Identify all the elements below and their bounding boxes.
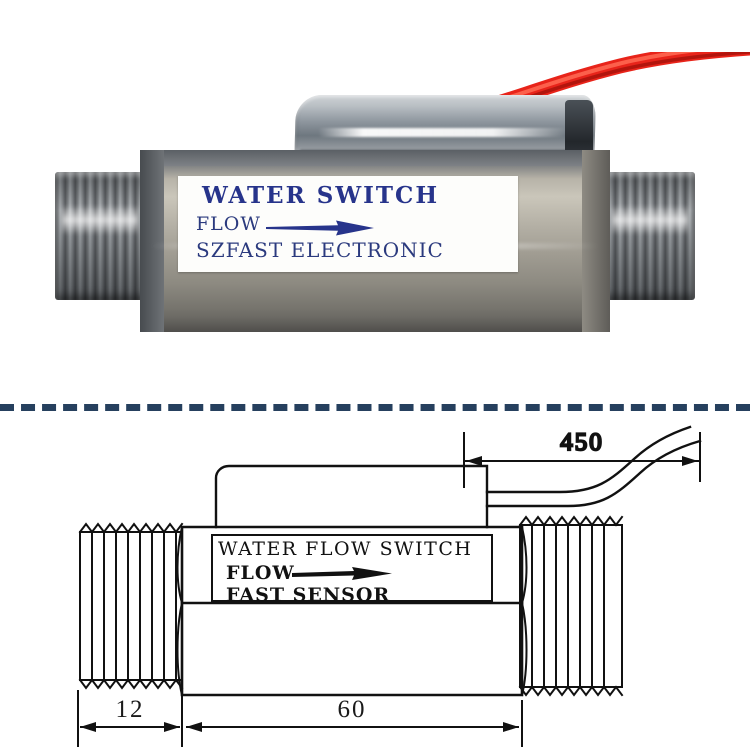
flow-arrow-right-icon: [266, 220, 374, 236]
dimension-12-text: 12: [116, 696, 145, 723]
thread-highlight-right: [612, 205, 688, 235]
dimension-cable-450: [463, 432, 701, 488]
label-flow-word: FLOW: [196, 213, 261, 235]
dimension-thread-12: [80, 722, 180, 732]
drawing-label-subtitle: FAST SENSOR: [226, 584, 390, 606]
section-divider: [0, 404, 750, 411]
product-photo: WATER SWITCH FLOW SZFAST ELECTRONIC: [55, 52, 750, 332]
sensor-housing-drawing: [214, 464, 489, 529]
thread-fitting-right-drawing: [518, 515, 624, 697]
housing-highlight: [318, 128, 568, 137]
product-label: WATER SWITCH FLOW SZFAST ELECTRONIC: [178, 176, 518, 272]
drawing-label-title: WATER FLOW SWITCH: [218, 538, 472, 560]
cable-drawing: [485, 425, 702, 508]
thread-highlight-left: [62, 205, 138, 235]
dimension-extension-lines: [77, 690, 523, 747]
dimension-450-text: 450: [560, 429, 604, 456]
body-end-faces: [176, 525, 528, 697]
drawing-label-flow-word: FLOW: [226, 562, 295, 584]
body-top-bevel: [140, 150, 610, 166]
body-right-face: [582, 150, 610, 332]
flow-arrow-right-icon: [292, 567, 392, 580]
label-subtitle: SZFAST ELECTRONIC: [196, 238, 444, 262]
body-left-face: [140, 150, 164, 332]
drawing-label-box: [211, 534, 493, 602]
label-title: WATER SWITCH: [202, 182, 440, 209]
thread-fitting-right: [605, 172, 695, 300]
technical-drawing: 450: [0, 415, 750, 750]
thread-fitting-left-drawing: [78, 522, 184, 690]
dimension-body-60: [186, 722, 519, 732]
thread-fitting-left: [55, 172, 145, 300]
dimension-60-text: 60: [338, 696, 367, 723]
body-bottom-bevel: [140, 318, 610, 332]
